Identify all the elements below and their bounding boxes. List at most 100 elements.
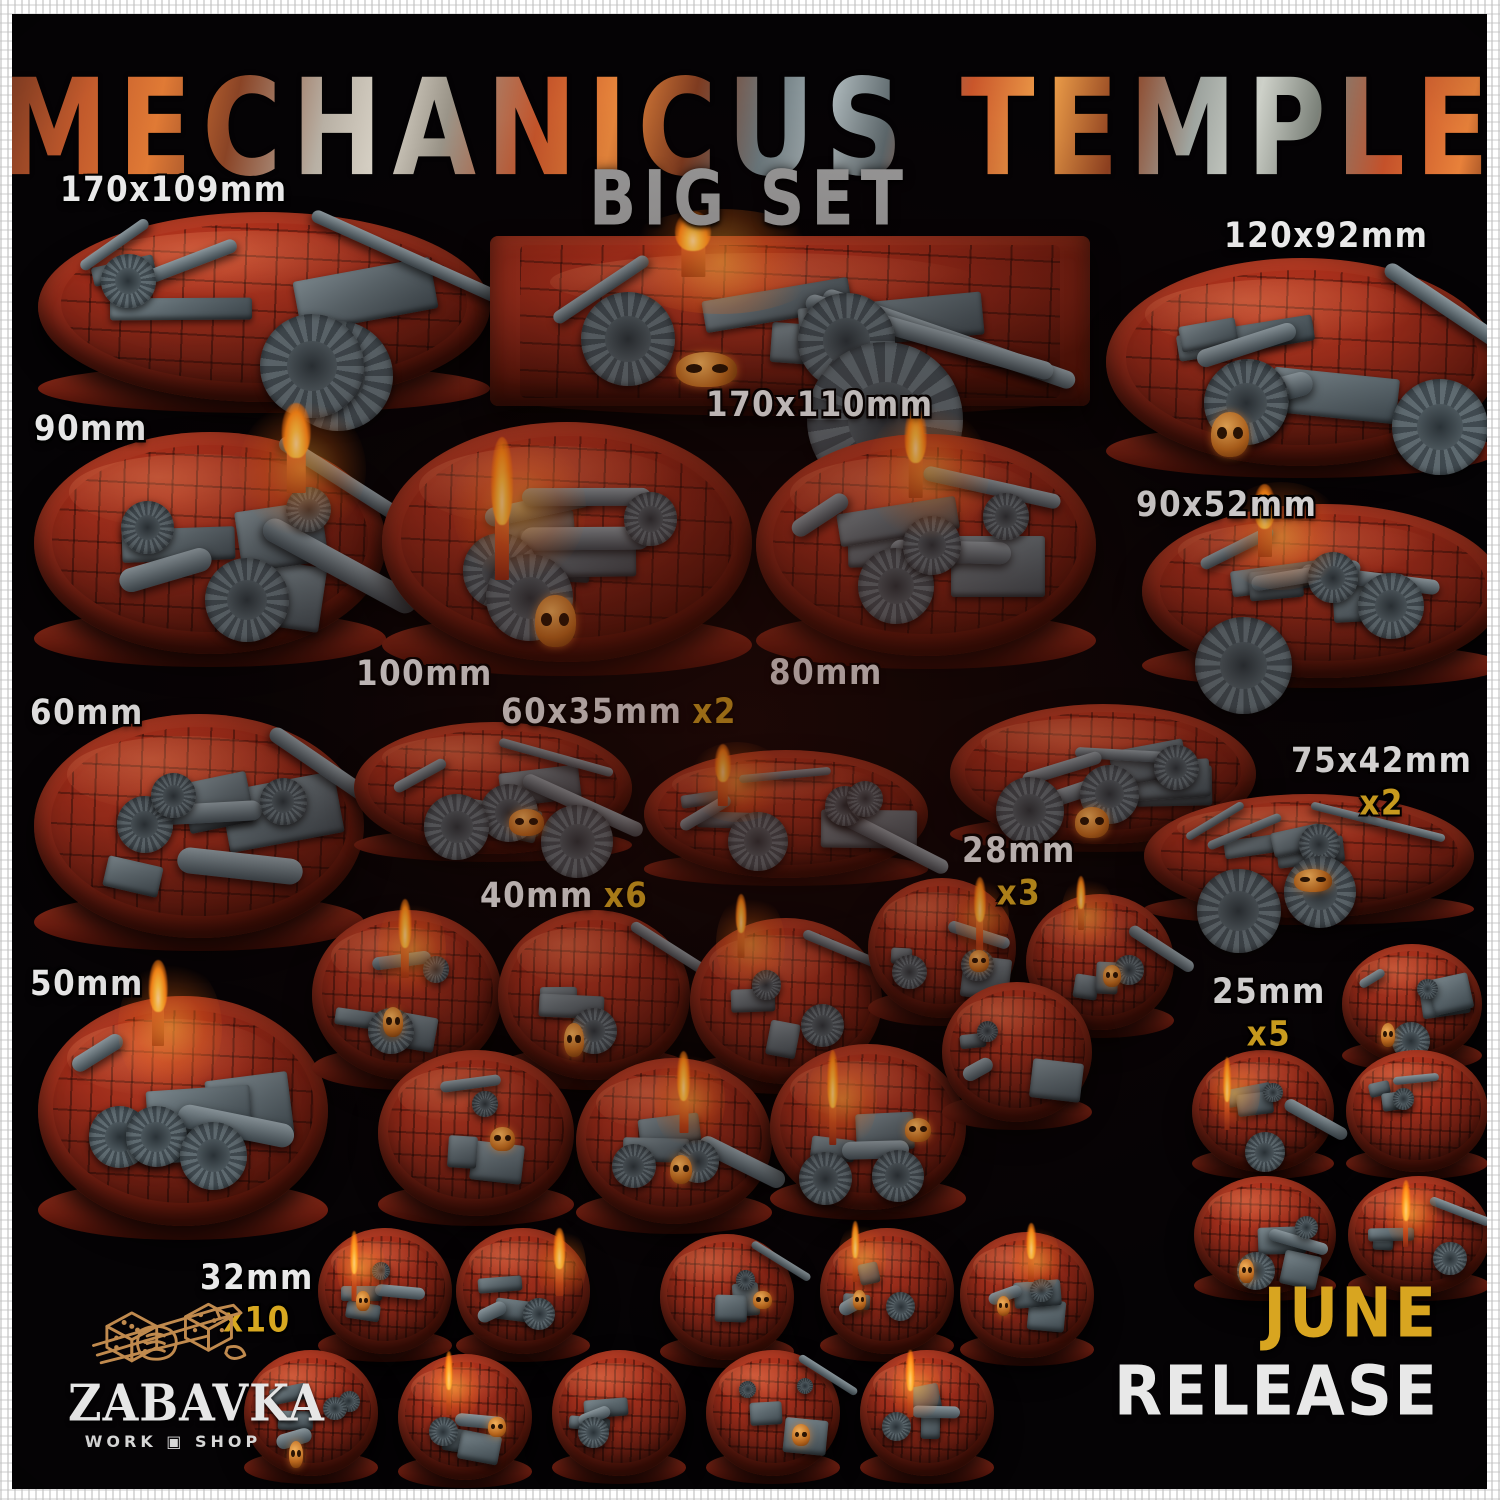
skull-icon <box>669 1154 693 1185</box>
flame-icon <box>553 1228 565 1270</box>
gear-icon <box>472 1091 498 1117</box>
skull-icon <box>675 352 738 388</box>
flame-icon <box>149 959 168 1013</box>
gear-icon <box>151 773 196 819</box>
size-label-120x92mm: 120x92mm <box>1224 216 1428 256</box>
gear-icon <box>1294 1216 1318 1240</box>
flame-icon <box>444 1351 453 1391</box>
brick-texture <box>826 1235 948 1342</box>
gear-icon <box>751 970 782 1000</box>
gear-icon <box>428 1417 458 1447</box>
size-label-quantity: x5 <box>1246 1014 1292 1055</box>
gear-icon <box>1153 745 1199 791</box>
skull-icon <box>1293 868 1332 892</box>
gear-icon <box>125 1106 187 1168</box>
miniature-base <box>756 403 1096 670</box>
gear-icon <box>871 1149 924 1202</box>
gear-icon <box>611 1144 656 1189</box>
flame-icon <box>826 1050 839 1109</box>
skull-icon <box>356 1290 370 1311</box>
flame-icon <box>851 1221 859 1259</box>
candle-with-flame <box>551 1228 569 1296</box>
gear-icon <box>523 1298 556 1330</box>
gear-icon <box>424 794 490 860</box>
pipe <box>912 1405 961 1420</box>
skull-icon <box>1074 807 1110 838</box>
size-label-text: 90mm <box>34 408 148 450</box>
gear-icon <box>798 1152 852 1206</box>
miniature-base <box>770 1044 966 1220</box>
size-label-text: 60mm <box>30 692 144 734</box>
gear-icon <box>902 516 962 575</box>
miniature-base <box>960 1221 1094 1366</box>
miniature-base <box>706 1350 859 1484</box>
flame-icon <box>1223 1057 1231 1102</box>
skull-icon <box>487 1417 506 1438</box>
size-label-text: 80mm <box>769 652 883 694</box>
gear-icon <box>1196 869 1281 954</box>
size-label-text: 170x110mm <box>706 384 934 426</box>
size-label-text: 60x35mm <box>501 691 683 733</box>
skull-icon <box>792 1423 810 1447</box>
gear-icon <box>892 954 928 990</box>
gear-icon <box>623 492 678 546</box>
skull-icon <box>853 1290 867 1310</box>
miniature-base <box>34 714 417 952</box>
candle-with-flame <box>395 898 416 979</box>
size-label-quantity: x3 <box>996 873 1042 914</box>
skull-icon <box>1381 1023 1396 1048</box>
skull-icon <box>534 595 577 648</box>
gear-icon <box>1284 856 1357 929</box>
candle-with-flame <box>849 1221 861 1282</box>
candle-with-flame <box>897 406 934 499</box>
brand-name: ZABAVKA <box>68 1373 325 1433</box>
mechanical-block <box>749 1400 783 1426</box>
gear-icon <box>1392 378 1487 475</box>
gear-icon <box>578 1417 609 1448</box>
candle-with-flame <box>1221 1057 1234 1130</box>
candle-with-flame <box>904 1349 917 1417</box>
candle-with-flame <box>442 1351 455 1416</box>
mechanical-block <box>447 1134 479 1169</box>
candle-with-flame <box>273 403 319 493</box>
size-label-quantity: x2 <box>1359 783 1404 824</box>
size-label-100mm: 100mm <box>356 654 493 694</box>
gear-icon <box>983 493 1030 540</box>
miniature-base <box>860 1348 994 1484</box>
gear-icon <box>1029 1278 1053 1303</box>
gear-icon <box>101 253 156 309</box>
skull-icon <box>753 1290 772 1309</box>
flame-icon <box>676 1051 691 1102</box>
size-label-text: 28mm <box>962 830 1076 871</box>
size-label-80mm: 80mm <box>769 653 883 693</box>
miniature-base <box>552 1350 686 1484</box>
size-label-text: 25mm <box>1212 971 1326 1012</box>
skull-icon <box>1210 411 1250 458</box>
miniature-base <box>1106 258 1487 479</box>
candle-with-flame <box>823 1050 842 1146</box>
miniature-base <box>820 1219 954 1362</box>
size-label-text: 170x109mm <box>60 169 288 211</box>
miniature-base <box>38 956 328 1240</box>
candle-with-flame <box>484 437 519 581</box>
release-month: JUNE <box>1263 1272 1439 1353</box>
gear-icon <box>323 1396 347 1420</box>
mechanical-block <box>715 1294 748 1323</box>
gear-icon <box>1263 1082 1283 1103</box>
candle-with-flame <box>710 744 736 807</box>
gear-icon <box>1392 1088 1415 1110</box>
flame-icon <box>735 893 747 934</box>
miniature-base <box>378 1050 574 1226</box>
size-label-quantity: x6 <box>603 875 649 917</box>
size-label-90x52mm: 90x52mm <box>1136 485 1317 525</box>
miniature-base <box>1142 481 1487 714</box>
miniature-base <box>1342 944 1482 1072</box>
size-label-text: 50mm <box>30 963 144 1005</box>
gear-icon <box>1195 616 1293 714</box>
hand-holding-brush-and-dice-icon <box>68 1288 278 1380</box>
